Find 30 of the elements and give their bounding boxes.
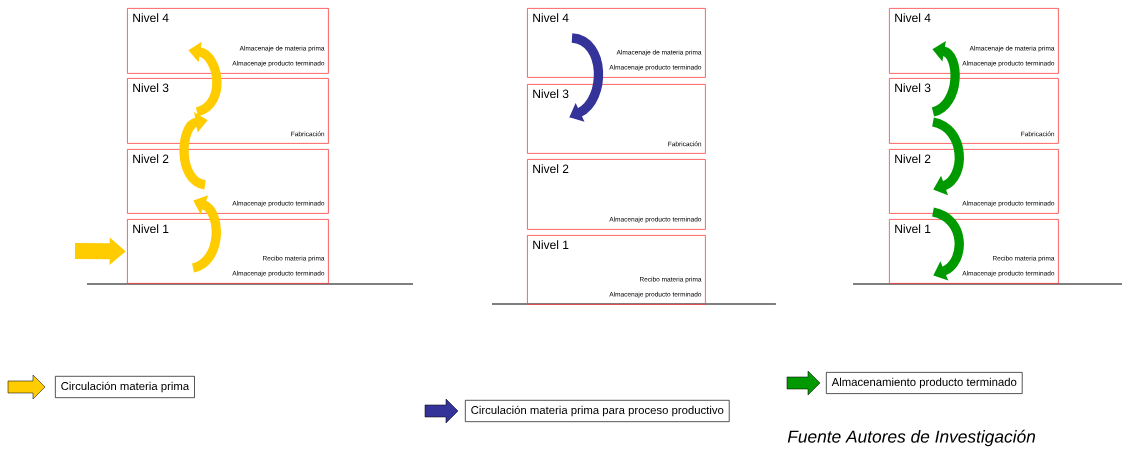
- level-box: [527, 235, 706, 305]
- level-label: Nivel 1: [133, 224, 169, 234]
- level-label: Nivel 2: [895, 154, 931, 164]
- level-box: [527, 84, 706, 154]
- legend-label: Circulación materia prima: [55, 375, 195, 398]
- level-label: Nivel 1: [533, 240, 569, 250]
- curved-arrow: [569, 33, 604, 122]
- level-box: [127, 149, 329, 214]
- level-box: [889, 149, 1059, 214]
- level-label: Nivel 2: [133, 154, 169, 164]
- level-box: [889, 219, 1059, 284]
- level-box: [127, 8, 329, 74]
- curved-arrow: [931, 117, 964, 196]
- level-label: Nivel 3: [533, 89, 569, 99]
- level-label: Nivel 4: [133, 13, 169, 23]
- level-label: Nivel 2: [533, 164, 569, 174]
- level-box: [527, 159, 706, 230]
- legend-label: Circulación materia prima para proceso productivo: [465, 399, 730, 422]
- caption: Fuente Autores de Investigación: [787, 429, 1036, 447]
- level-box: [889, 8, 1059, 74]
- level-label: Nivel 4: [895, 13, 931, 23]
- level-box: [889, 78, 1059, 144]
- level-label: Nivel 4: [533, 13, 569, 23]
- legend-label: Almacenamiento producto terminado: [826, 372, 1023, 394]
- level-label: Nivel 1: [895, 224, 931, 234]
- level-label: Nivel 3: [895, 83, 931, 93]
- level-box: [127, 78, 329, 144]
- level-label: Nivel 3: [133, 83, 169, 93]
- level-box: [127, 219, 329, 284]
- level-box: [527, 8, 706, 78]
